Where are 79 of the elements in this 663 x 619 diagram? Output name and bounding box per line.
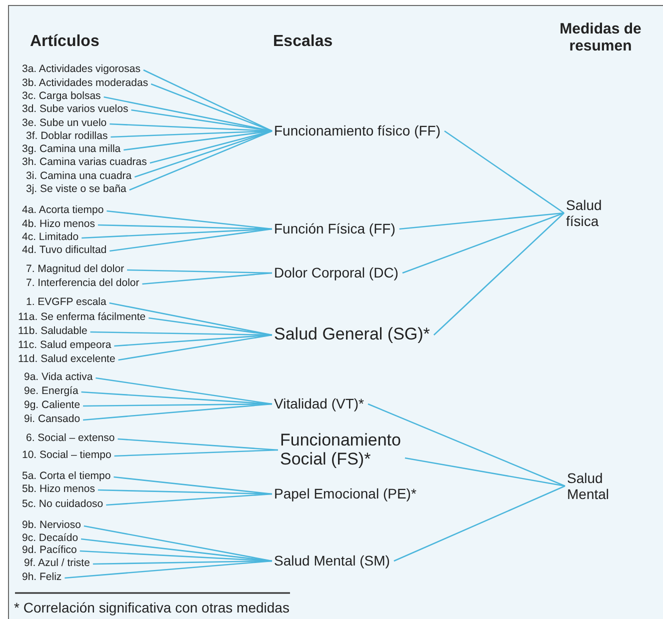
footnote: * Correlación significativa con otras medidas — [14, 600, 290, 616]
item-label: 4d. Tuvo dificultad — [22, 245, 107, 257]
item-label: 5c. No cuidadoso — [22, 499, 104, 511]
item-label: 4a. Acorta tiempo — [22, 205, 104, 217]
connector-line — [150, 83, 272, 132]
connector-line — [80, 538, 272, 562]
scale-label: Dolor Corporal (DC) — [262, 265, 398, 281]
item-label: 7. Magnitud del dolor — [26, 264, 124, 276]
connector-line — [402, 212, 564, 274]
connector-line — [110, 228, 272, 252]
connector-line — [433, 212, 564, 336]
item-label: 3g. Camina una milla — [22, 144, 121, 156]
item-label: 3a. Actividades vigorosas — [22, 64, 140, 76]
connector-line — [96, 377, 272, 405]
scale-label: Salud General (SG)* — [262, 326, 430, 344]
item-label: 3i. Camina una cuadra — [26, 171, 132, 183]
connector-line — [114, 476, 272, 495]
item-label: 4b. Hizo menos — [22, 219, 95, 231]
connector-line — [114, 449, 278, 457]
column-heading: Medidas de resumen — [558, 22, 642, 54]
item-label: 1. EVGFP escala — [26, 297, 106, 309]
item-label: 3e. Sube un vuelo — [22, 118, 107, 130]
scale-label: Papel Emocional (PE)* — [262, 486, 416, 502]
connector-line — [131, 109, 272, 132]
item-label: 6. Social – extenso — [26, 433, 115, 445]
item-label: 3j. Se viste o se baña — [26, 184, 126, 196]
item-label: 9i. Cansado — [24, 414, 80, 426]
connector-line — [118, 334, 272, 361]
item-label: 9d. Pacífico — [22, 545, 77, 557]
connector-line — [444, 130, 564, 214]
connector-line — [134, 130, 272, 178]
connector-line — [118, 438, 278, 451]
connector-line — [81, 391, 272, 405]
item-label: 11b. Saludable — [18, 326, 88, 338]
connector-line — [80, 550, 272, 562]
item-label: 9e. Energía — [24, 386, 78, 398]
item-label: 5b. Hizo menos — [22, 484, 95, 496]
item-label: 9g. Caliente — [24, 400, 80, 412]
item-label: 5a. Corta el tiempo — [22, 471, 111, 483]
item-label: 7. Interferencia del dolor — [26, 278, 140, 290]
scale-label: Vitalidad (VT)* — [262, 396, 364, 412]
summary-label: Salud Mental — [567, 470, 627, 502]
connector-line — [64, 560, 272, 579]
connector-line — [394, 485, 566, 562]
item-label: 9f. Azul / triste — [24, 558, 90, 570]
scale-label: Función Física (FF) — [262, 221, 396, 237]
connector-line — [142, 272, 272, 285]
connector-line — [124, 130, 272, 151]
column-heading: Escalas — [273, 33, 333, 51]
item-label: 9h. Feliz — [22, 572, 62, 584]
item-label: 11a. Se enferma fácilmente — [18, 312, 146, 324]
scale-label: Funcionamiento Social (FS)* — [268, 431, 430, 469]
connector-line — [106, 493, 272, 506]
item-label: 3d. Sube varios vuelos — [22, 104, 128, 116]
connector-line — [148, 317, 272, 336]
item-label: 11d. Salud excelente — [18, 354, 116, 366]
connector-line — [368, 403, 566, 487]
scale-label: Salud Mental (SM) — [262, 553, 390, 569]
item-label: 3c. Carga bolsas — [22, 91, 101, 103]
item-label: 3h. Camina varias cuadras — [22, 157, 147, 169]
item-label: 3f. Doblar rodillas — [26, 131, 108, 143]
connector-line — [143, 69, 272, 132]
connector-line — [404, 457, 566, 487]
connector-line — [129, 130, 272, 191]
item-label: 3b. Actividades moderadas — [22, 78, 148, 90]
item-label: 9c. Decaído — [22, 533, 78, 545]
connector-line — [84, 525, 272, 562]
column-heading: Artículos — [30, 33, 100, 51]
item-label: 9a. Vida activa — [24, 372, 93, 384]
item-label: 10. Social – tiempo — [22, 450, 112, 462]
item-label: 11c. Salud empeora — [18, 340, 112, 352]
connector-line — [82, 403, 272, 421]
item-label: 9b. Nervioso — [22, 520, 81, 532]
connector-line — [114, 334, 272, 347]
connector-line — [106, 210, 272, 230]
scale-label: Funcionamiento físico (FF) — [262, 123, 440, 139]
item-label: 4c. Limitado — [22, 232, 79, 244]
connector-line — [399, 212, 564, 230]
summary-label: Salud física — [566, 196, 626, 230]
